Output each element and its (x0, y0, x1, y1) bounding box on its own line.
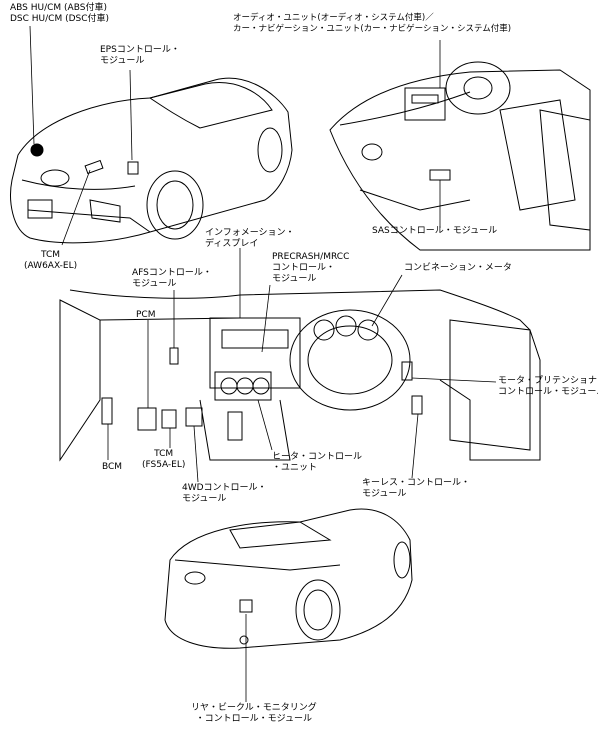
label-bcm-line1: BCM (102, 462, 123, 472)
label-tcm-fs5a: TCM (FS5A-EL) (142, 449, 185, 471)
label-combination-line1: コンビネーション・メータ (404, 263, 512, 273)
label-abs-dsc: ABS HU/CM (ABS付車) DSC HU/CM (DSC付車) (10, 3, 109, 25)
label-info-display: インフォメーション・ ディスプレイ (205, 228, 295, 250)
label-afs-line1: AFSコントロール・ (132, 268, 212, 278)
label-afs: AFSコントロール・ モジュール (132, 268, 212, 290)
label-keyless-line1: キーレス・コントロール・ (362, 478, 471, 488)
label-precrash-line3: モジュール (272, 274, 317, 284)
label-keyless-line2: モジュール (362, 489, 407, 499)
label-4wd-line2: モジュール (182, 494, 227, 504)
label-motor-line1: モータ・プリテンショナ・ (498, 376, 598, 386)
label-tcm-aw6ax: TCM (AW6AX-EL) (24, 250, 77, 272)
label-pcm-line1: PCM (136, 310, 156, 320)
label-abs-line1: ABS HU/CM (ABS付車) (10, 3, 107, 13)
label-sas: SASコントロール・モジュール (372, 226, 497, 237)
label-motor-pretensioner: モータ・プリテンショナ・ コントロール・モジュール (498, 376, 598, 398)
label-audio-nav: オーディオ・ユニット(オーディオ・システム付車)／ カー・ナビゲーション・ユニッ… (233, 13, 511, 35)
full-dashboard-illustration (59, 289, 541, 462)
label-afs-line2: モジュール (132, 279, 177, 289)
label-rear-vehicle-monitoring: リヤ・ビークル・モニタリング ・コントロール・モジュール (191, 703, 317, 725)
label-audio-line2: カー・ナビゲーション・ユニット(カー・ナビゲーション・システム付車) (233, 24, 512, 34)
label-rear-line1: リヤ・ビークル・モニタリング (191, 703, 317, 713)
label-bcm: BCM (102, 462, 122, 473)
label-eps-line1: EPSコントロール・ (100, 45, 180, 55)
label-precrash-line2: コントロール・ (272, 263, 336, 273)
label-tcm-fs5a-line2: (FS5A-EL) (142, 460, 186, 470)
front-car-illustration (10, 77, 293, 244)
label-rear-line2: ・コントロール・モジュール (195, 714, 313, 724)
label-precrash-line1: PRECRASH/MRCC (272, 252, 350, 262)
label-audio-line1: オーディオ・ユニット(オーディオ・システム付車)／ (233, 13, 434, 23)
label-precrash: PRECRASH/MRCC コントロール・ モジュール (272, 252, 349, 285)
label-eps: EPSコントロール・ モジュール (100, 45, 180, 67)
rear-car-illustration (164, 508, 413, 649)
label-heater-line1: ヒータ・コントロール (272, 452, 363, 462)
label-pcm: PCM (136, 310, 155, 321)
label-4wd-line1: 4WDコントロール・ (182, 483, 267, 493)
label-dsc-line2: DSC HU/CM (DSC付車) (10, 14, 110, 24)
label-heater-line2: ・ユニット (272, 463, 318, 473)
label-tcm-aw6ax-line1: TCM (41, 250, 61, 260)
label-tcm-aw6ax-line2: (AW6AX-EL) (24, 261, 78, 271)
label-keyless: キーレス・コントロール・ モジュール (362, 478, 470, 500)
label-combination-meter: コンビネーション・メータ (404, 263, 512, 274)
label-motor-line2: コントロール・モジュール (498, 387, 598, 397)
dashboard-interior-illustration (329, 61, 591, 251)
label-info-line1: インフォメーション・ (205, 228, 295, 238)
label-4wd: 4WDコントロール・ モジュール (182, 483, 267, 505)
label-tcm-fs5a-line1: TCM (154, 449, 174, 459)
label-sas-line1: SASコントロール・モジュール (372, 226, 498, 236)
label-heater: ヒータ・コントロール ・ユニット (272, 452, 362, 474)
label-eps-line2: モジュール (100, 56, 145, 66)
label-info-line2: ディスプレイ (205, 239, 259, 249)
